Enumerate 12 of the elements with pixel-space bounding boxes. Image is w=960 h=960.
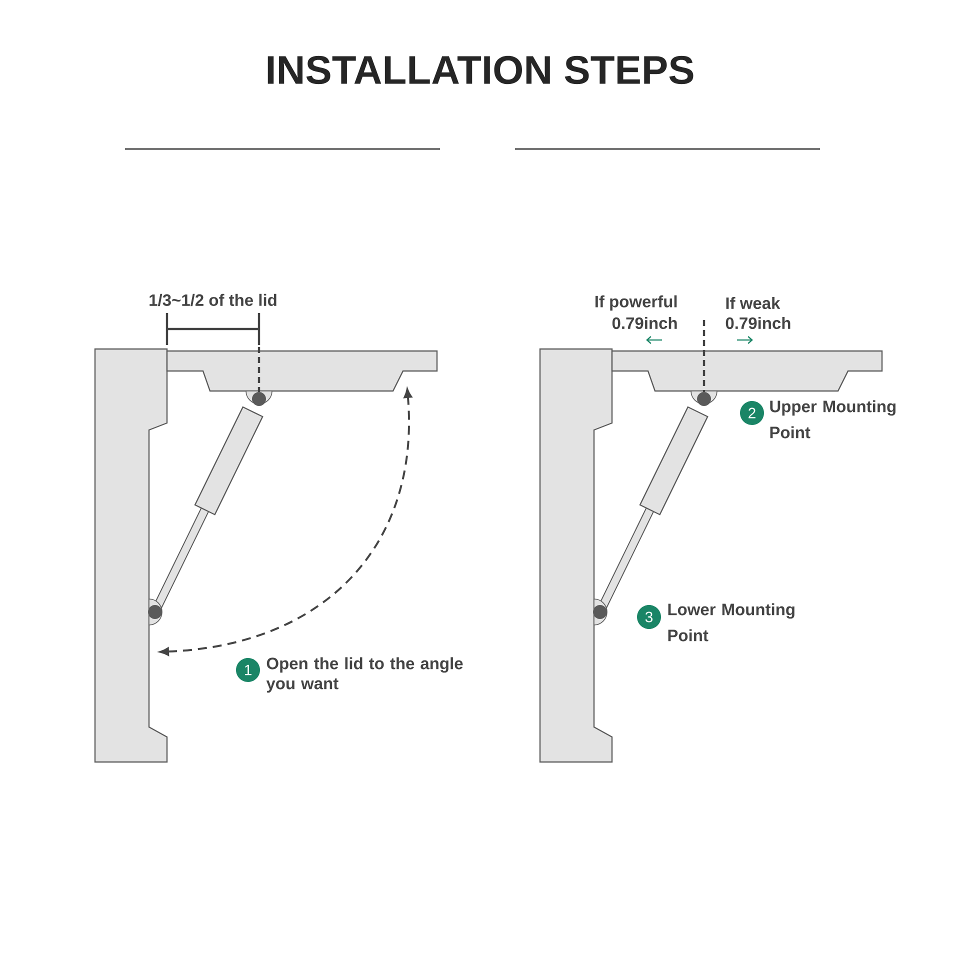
step-text: Open the lid to the angle you want	[266, 657, 463, 693]
step-text: Upper Mounting Point	[770, 400, 896, 438]
step-number: 2	[740, 401, 764, 425]
step-number: 3	[637, 605, 661, 629]
offset-label: If powerful	[596, 295, 677, 311]
step-number: 1	[236, 658, 260, 682]
step-text: Lower Mounting Point	[668, 603, 794, 642]
dimension-label: 1/3~1/2 of the lid	[150, 294, 276, 306]
offset-label: 0.79inch	[726, 316, 790, 330]
offset-label: 0.79inch	[612, 316, 677, 330]
offset-label: If weak	[726, 296, 780, 310]
title: INSTALLATION STEPS	[268, 56, 694, 84]
